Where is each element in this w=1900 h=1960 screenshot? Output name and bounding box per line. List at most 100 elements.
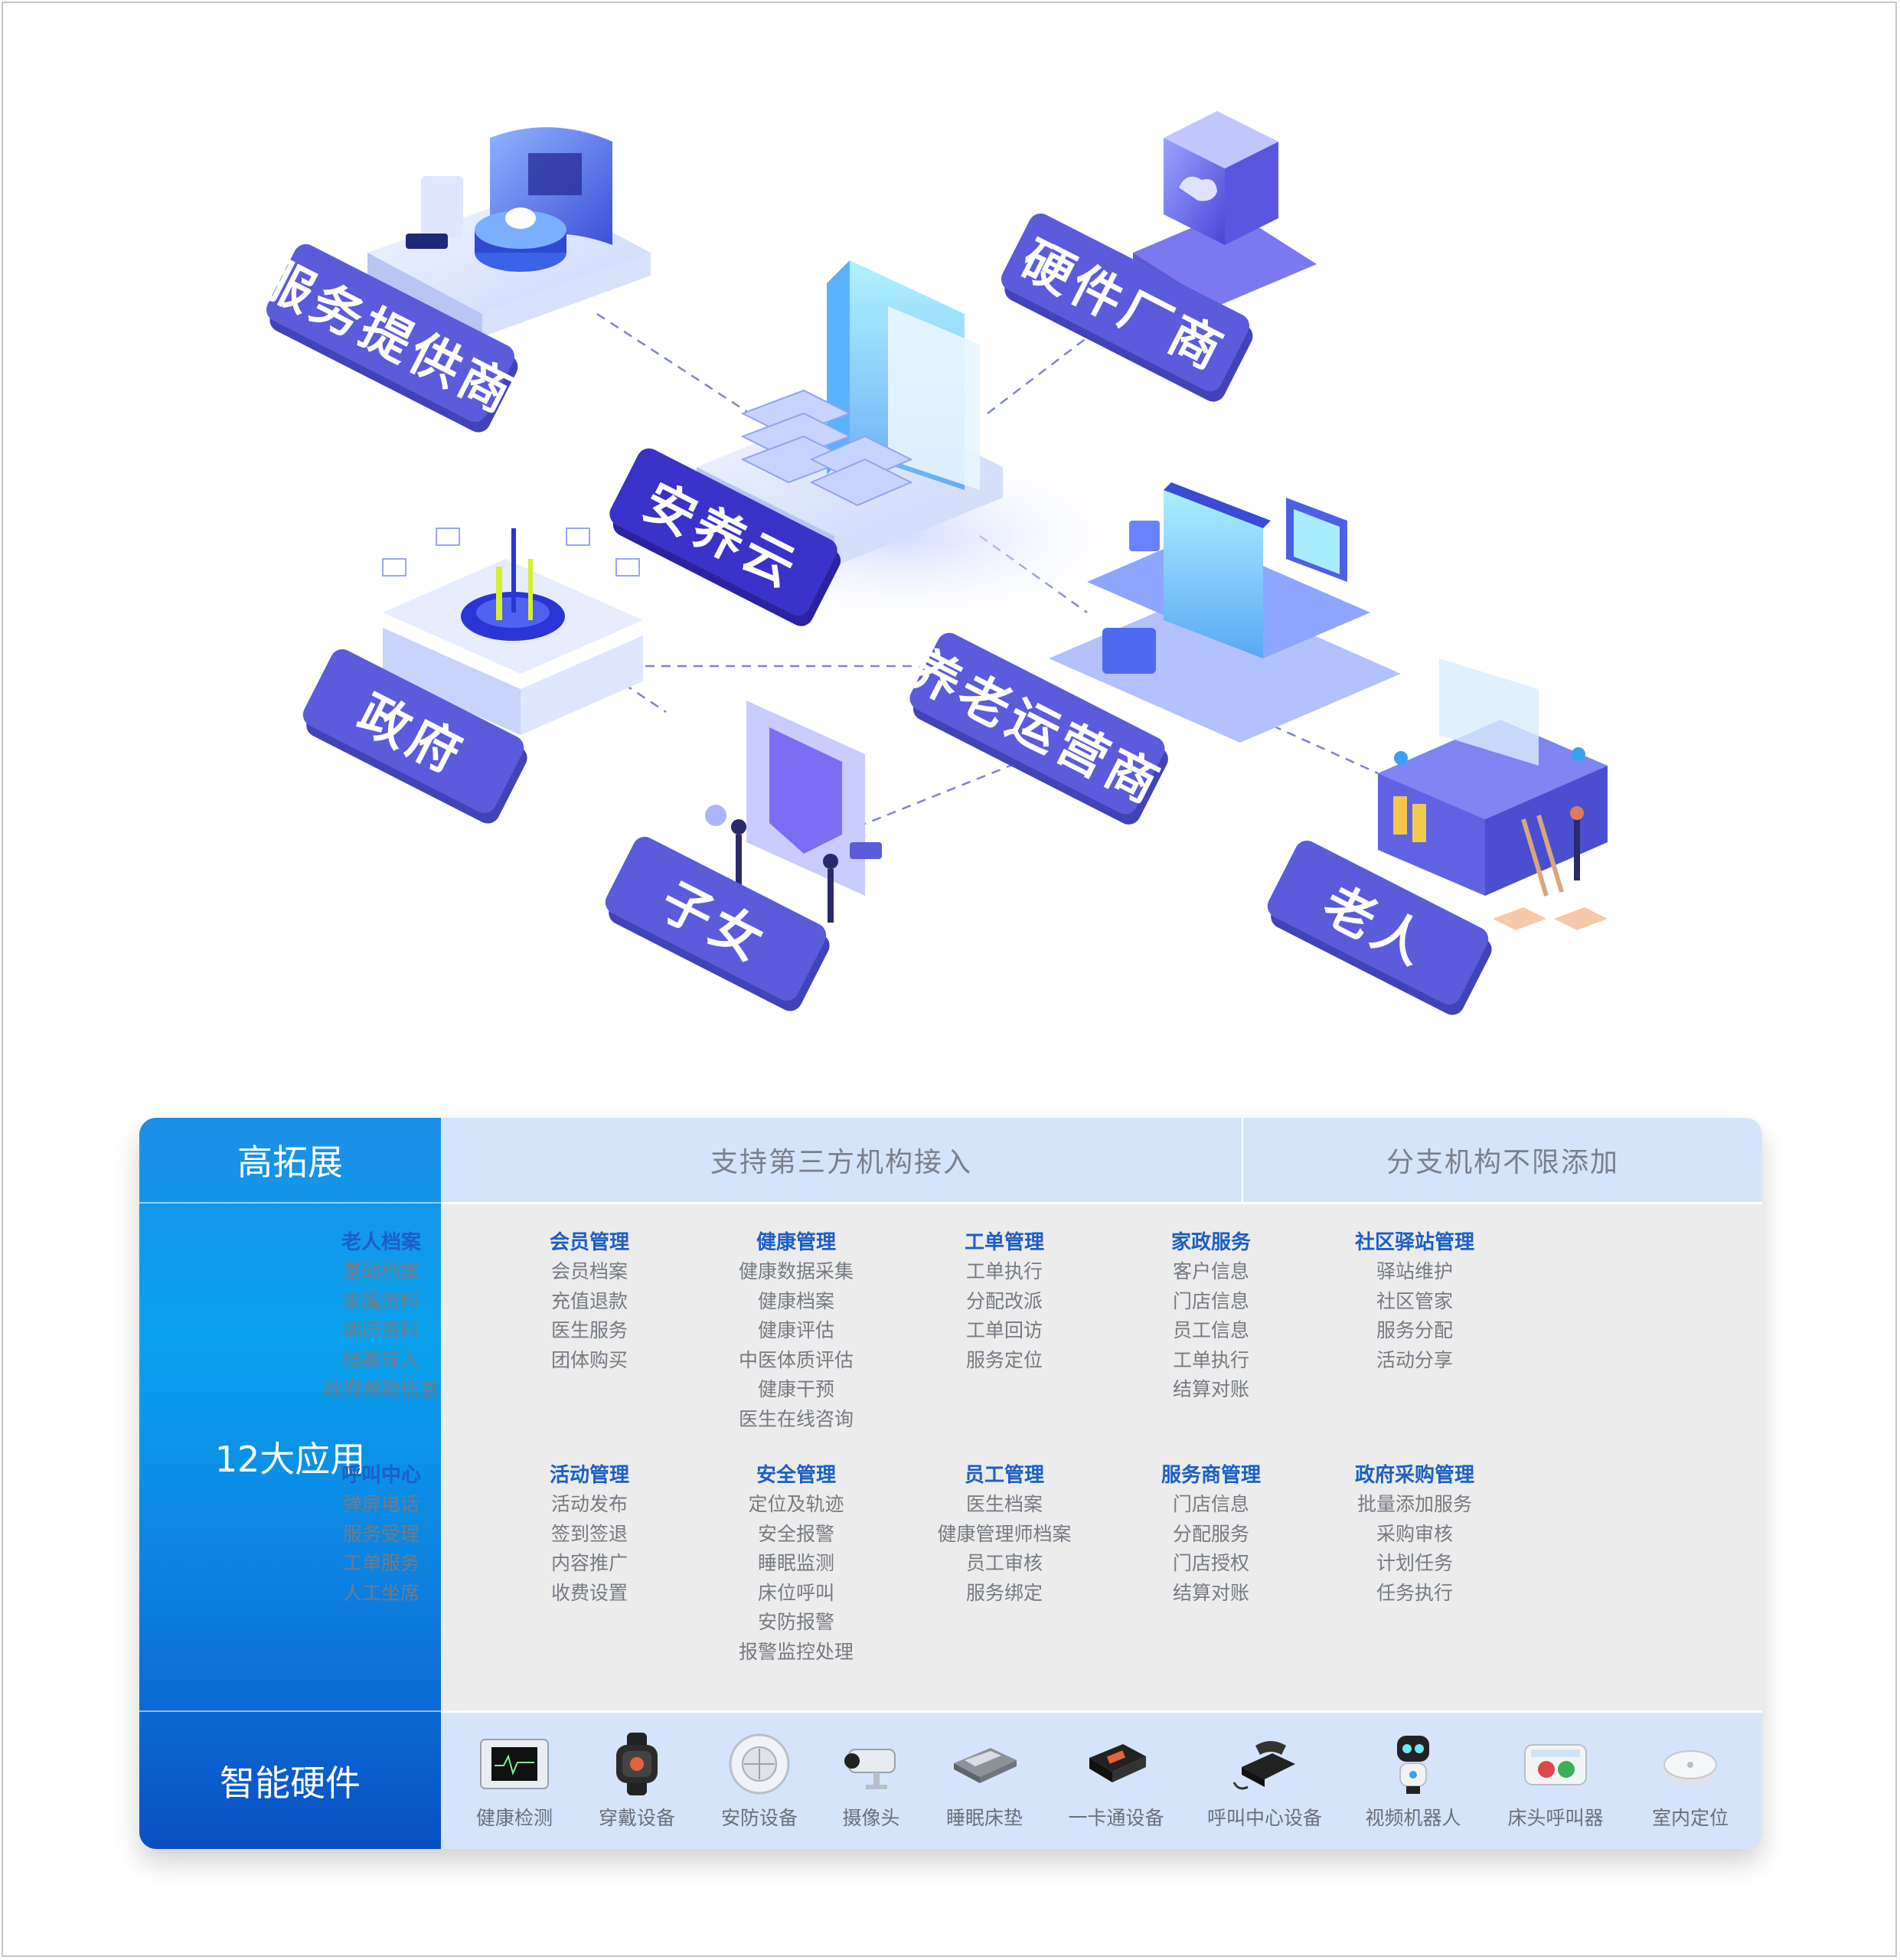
module-item[interactable]: 社区管家	[1376, 1289, 1453, 1312]
module-item[interactable]: 分配改派	[965, 1289, 1043, 1312]
module-item[interactable]: 报警监控处理	[738, 1640, 854, 1663]
module-3[interactable]: 健康管理健康数据采集健康档案健康评估中医体质评估健康干预医生在线咨询	[697, 1228, 896, 1434]
module-2[interactable]: 会员管理会员档案充值退款医生服务团体购买	[490, 1228, 689, 1375]
smartwatch-icon	[579, 1730, 694, 1798]
hardware-row: 健康检测 穿戴设备安防设备 摄像头 睡眠床垫一卡通设备 呼叫中心设备 视频机器人床头呼叫器…	[441, 1713, 1762, 1849]
hardware-label: 摄像头	[842, 1807, 900, 1829]
module-item[interactable]: 健康管理师档案	[937, 1522, 1072, 1545]
module-item[interactable]: 收费设置	[550, 1581, 628, 1604]
module-1[interactable]: 老人档案基础档案家属资料病历资料档案导入政府救助信息	[282, 1228, 481, 1405]
module-item[interactable]: 基础档案	[342, 1260, 420, 1282]
side-divider	[139, 1202, 441, 1204]
module-item[interactable]: 工单回访	[965, 1319, 1043, 1341]
sleep-mattress-icon	[927, 1730, 1042, 1798]
module-item[interactable]: 健康干预	[757, 1378, 834, 1400]
hardware-device-5[interactable]: 睡眠床垫	[927, 1713, 1042, 1849]
module-6[interactable]: 社区驿站管理驿站维护社区管家服务分配活动分享	[1315, 1228, 1514, 1375]
module-10[interactable]: 员工管理医生档案健康管理师档案员工审核服务绑定	[905, 1461, 1104, 1608]
module-item[interactable]: 医生服务	[550, 1319, 628, 1341]
module-item[interactable]: 睡眠监测	[757, 1552, 834, 1574]
hardware-device-6[interactable]: 一卡通设备	[1059, 1713, 1174, 1849]
elderly-illustration	[1378, 658, 1608, 930]
module-item[interactable]: 服务分配	[1376, 1319, 1453, 1341]
hardware-device-2[interactable]: 穿戴设备	[579, 1713, 694, 1849]
hardware-device-9[interactable]: 床头呼叫器	[1498, 1713, 1613, 1849]
module-item[interactable]: 员工信息	[1172, 1319, 1249, 1341]
third-party-access-cell: 支持第三方机构接入	[710, 1147, 972, 1178]
module-item[interactable]: 结算对账	[1172, 1581, 1249, 1604]
hardware-label: 室内定位	[1651, 1807, 1729, 1829]
module-item[interactable]: 家属资料	[342, 1289, 420, 1312]
module-item[interactable]: 服务绑定	[965, 1581, 1043, 1604]
module-item[interactable]: 人工坐席	[342, 1581, 420, 1604]
module-item[interactable]: 驿站维护	[1376, 1260, 1453, 1282]
hardware-device-1[interactable]: 健康检测	[457, 1713, 572, 1849]
module-item[interactable]: 档案导入	[342, 1348, 420, 1371]
module-item[interactable]: 健康档案	[757, 1289, 834, 1312]
header-divider	[1242, 1118, 1243, 1202]
module-item[interactable]: 工单执行	[965, 1260, 1043, 1282]
module-item[interactable]: 门店信息	[1172, 1493, 1249, 1515]
module-item[interactable]: 结算对账	[1172, 1378, 1249, 1400]
module-item[interactable]: 病历资料	[342, 1319, 420, 1341]
module-item[interactable]: 门店授权	[1172, 1552, 1249, 1574]
module-item[interactable]: 弹屏电话	[342, 1493, 420, 1515]
hardware-device-3[interactable]: 安防设备	[702, 1713, 817, 1849]
module-item[interactable]: 中医体质评估	[738, 1348, 854, 1371]
indoor-locator-icon	[1633, 1730, 1748, 1798]
module-title: 服务商管理	[1161, 1464, 1261, 1487]
module-4[interactable]: 工单管理工单执行分配改派工单回访服务定位	[905, 1228, 1104, 1375]
diagram-graphics	[367, 111, 1608, 930]
module-item[interactable]: 工单执行	[1172, 1348, 1249, 1371]
module-title: 呼叫中心	[341, 1464, 421, 1487]
hardware-device-4[interactable]: 摄像头	[814, 1713, 929, 1849]
module-11[interactable]: 服务商管理门店信息分配服务门店授权结算对账	[1112, 1461, 1311, 1608]
module-9[interactable]: 安全管理定位及轨迹安全报警睡眠监测床位呼叫安防报警报警监控处理	[697, 1461, 896, 1667]
module-item[interactable]: 定位及轨迹	[748, 1493, 844, 1515]
module-item[interactable]: 员工审核	[965, 1552, 1043, 1574]
module-item[interactable]: 客户信息	[1172, 1260, 1249, 1282]
module-item[interactable]: 健康数据采集	[738, 1260, 854, 1282]
module-7[interactable]: 呼叫中心弹屏电话服务受理工单服务人工坐席	[282, 1461, 481, 1608]
table-side-column	[139, 1118, 441, 1849]
hardware-device-8[interactable]: 视频机器人	[1356, 1713, 1471, 1849]
module-item[interactable]: 采购审核	[1376, 1522, 1453, 1545]
children-illustration	[705, 701, 882, 923]
module-item[interactable]: 健康评估	[757, 1319, 834, 1341]
extensibility-row: 支持第三方机构接入 分支机构不限添加	[441, 1118, 1762, 1202]
hardware-device-10[interactable]: 室内定位	[1633, 1713, 1748, 1849]
module-item[interactable]: 床位呼叫	[757, 1581, 834, 1604]
module-item[interactable]: 会员档案	[550, 1260, 628, 1282]
module-item[interactable]: 团体购买	[550, 1348, 628, 1371]
module-item[interactable]: 计划任务	[1376, 1552, 1453, 1574]
module-item[interactable]: 任务执行	[1376, 1581, 1453, 1604]
hardware-label: 一卡通设备	[1068, 1807, 1164, 1829]
card-terminal-icon	[1059, 1730, 1174, 1798]
robot-icon	[1356, 1730, 1471, 1798]
module-item[interactable]: 服务受理	[342, 1522, 420, 1545]
hardware-label: 健康检测	[475, 1807, 553, 1829]
module-12[interactable]: 政府采购管理批量添加服务采购审核计划任务任务执行	[1315, 1461, 1514, 1608]
module-item[interactable]: 充值退款	[550, 1289, 628, 1312]
module-8[interactable]: 活动管理活动发布签到签退内容推广收费设置	[490, 1461, 689, 1608]
module-item[interactable]: 医生在线咨询	[738, 1407, 854, 1430]
module-item[interactable]: 门店信息	[1172, 1289, 1249, 1312]
module-item[interactable]: 签到签退	[550, 1522, 628, 1545]
module-item[interactable]: 活动分享	[1376, 1348, 1453, 1371]
side-divider	[139, 1710, 441, 1712]
module-item[interactable]: 政府救助信息	[323, 1378, 439, 1400]
government-illustration	[382, 528, 643, 735]
module-item[interactable]: 活动发布	[550, 1493, 628, 1515]
module-item[interactable]: 批量添加服务	[1356, 1493, 1472, 1515]
module-item[interactable]: 工单服务	[342, 1552, 420, 1574]
hardware-label: 呼叫中心设备	[1206, 1807, 1322, 1829]
hardware-device-7[interactable]: 呼叫中心设备	[1207, 1713, 1322, 1849]
module-item[interactable]: 安防报警	[757, 1611, 834, 1633]
module-item[interactable]: 内容推广	[550, 1552, 628, 1574]
module-5[interactable]: 家政服务客户信息门店信息员工信息工单执行结算对账	[1112, 1228, 1311, 1405]
module-item[interactable]: 分配服务	[1172, 1522, 1249, 1545]
hardware-label: 安防设备	[720, 1807, 798, 1829]
module-item[interactable]: 安全报警	[757, 1522, 834, 1545]
module-item[interactable]: 医生档案	[965, 1493, 1043, 1515]
module-item[interactable]: 服务定位	[965, 1348, 1043, 1371]
